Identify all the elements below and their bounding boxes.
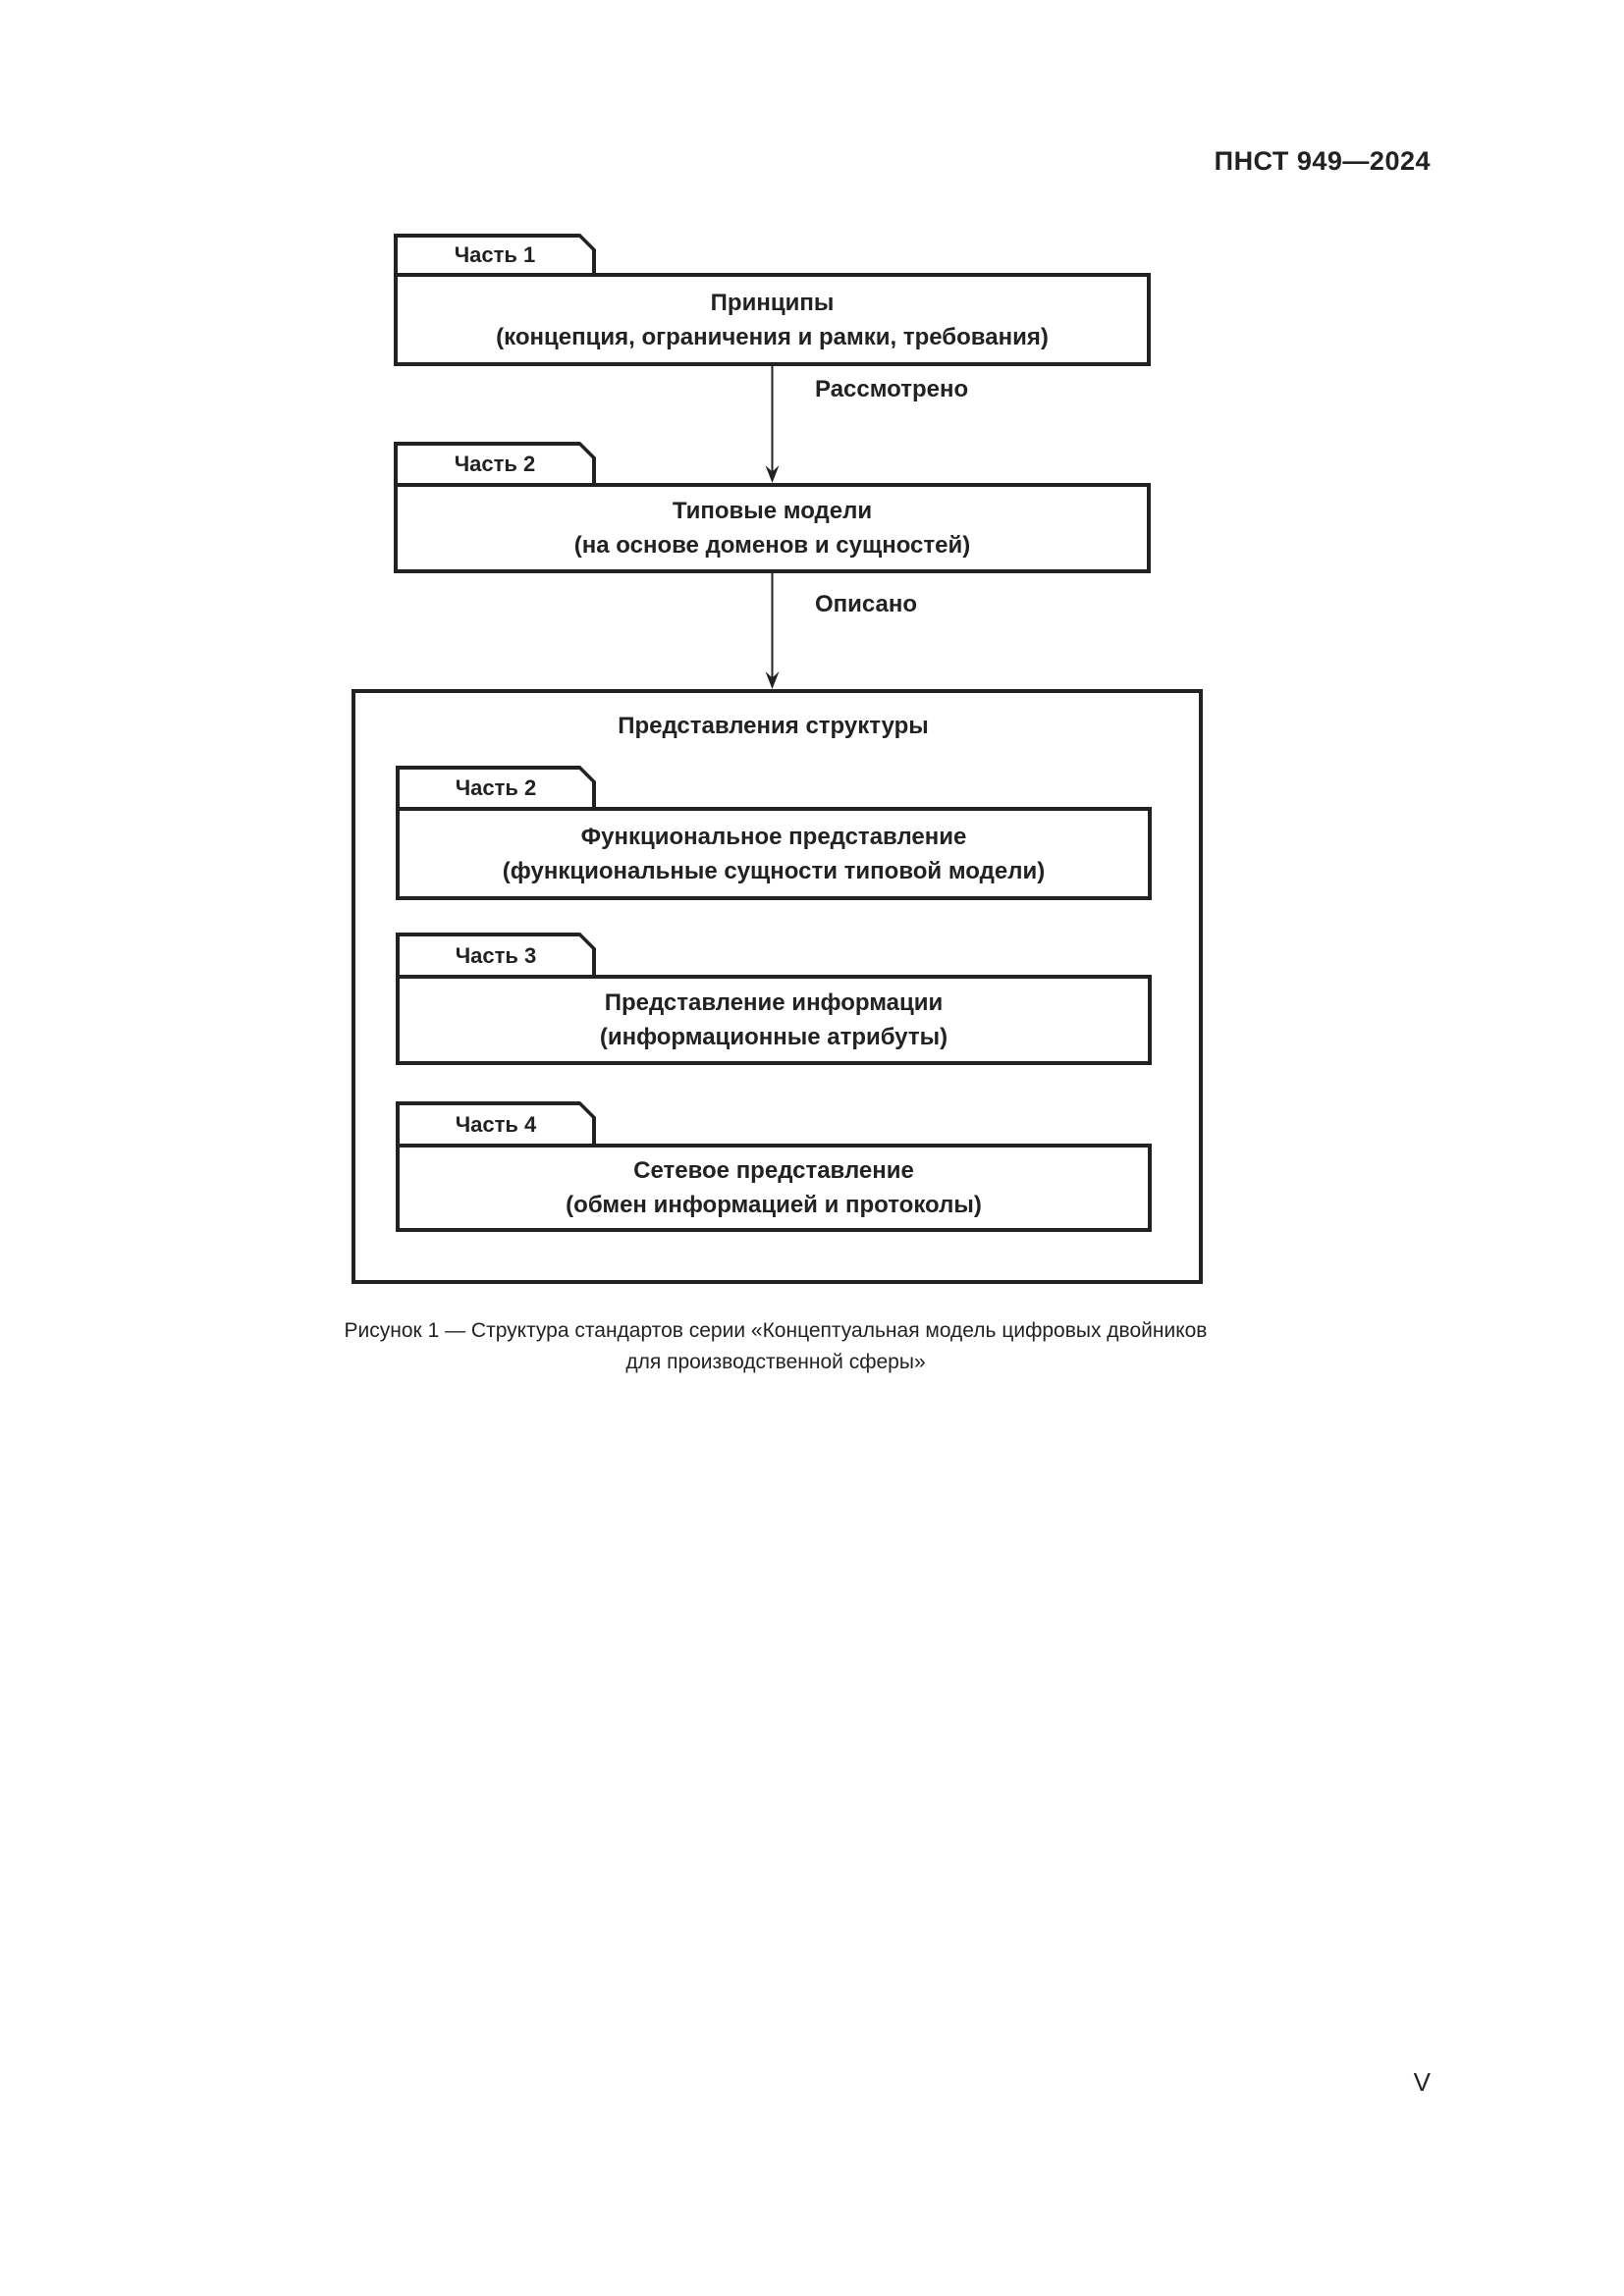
package-part1-title: Принципы [710, 289, 835, 316]
package-part1-tab-face: Часть 1 [398, 238, 592, 273]
figure-caption: Рисунок 1 — Структура стандартов серии «… [295, 1315, 1257, 1378]
package-functional-subtitle: (функциональные сущности типовой модели) [502, 857, 1046, 884]
package-information-tab-face: Часть 3 [400, 936, 592, 975]
document-code: ПНСТ 949—2024 [1214, 146, 1431, 176]
package-functional-tab: Часть 2 [396, 766, 596, 807]
flow-arrow-label: Описано [815, 591, 918, 617]
package-part2-tab-face: Часть 2 [398, 446, 592, 483]
package-functional-title: Функциональное представление [580, 823, 967, 850]
package-information-tab: Часть 3 [396, 933, 596, 975]
page-number: V [1413, 2067, 1431, 2097]
flow-arrow-label: Рассмотрено [815, 376, 969, 402]
package-information-tab-label: Часть 3 [455, 942, 537, 968]
package-part1-subtitle: (концепция, ограничения и рамки, требова… [496, 323, 1049, 350]
package-part1-tab: Часть 1 [394, 234, 596, 273]
package-functional-tab-face: Часть 2 [400, 770, 592, 807]
package-network-title: Сетевое представление [633, 1157, 914, 1184]
structure-views-title: Представления структуры [618, 713, 929, 739]
package-part2-body: Типовые модели (на основе доменов и сущн… [394, 483, 1151, 573]
flow-arrow-down-icon [765, 366, 780, 483]
package-part2-subtitle: (на основе доменов и сущностей) [573, 532, 971, 559]
package-part1-tab-label: Часть 1 [454, 242, 536, 267]
package-part2-title: Типовые модели [672, 498, 873, 524]
package-network-tab: Часть 4 [396, 1101, 596, 1144]
package-information-body: Представление информации (информационные… [396, 975, 1152, 1065]
package-functional-body: Функциональное представление (функционал… [396, 807, 1152, 900]
package-part1-body: Принципы (концепция, ограничения и рамки… [394, 273, 1151, 366]
flow-arrow-down-icon [765, 573, 780, 689]
package-information-title: Представление информации [604, 989, 944, 1016]
package-information-subtitle: (информационные атрибуты) [599, 1024, 948, 1050]
package-network-body: Сетевое представление (обмен информацией… [396, 1144, 1152, 1232]
figure-caption-line1: Рисунок 1 — Структура стандартов серии «… [344, 1319, 1208, 1342]
package-functional-tab-label: Часть 2 [455, 775, 537, 800]
package-network-tab-label: Часть 4 [455, 1111, 537, 1137]
package-part2-tab: Часть 2 [394, 442, 596, 483]
package-part2-tab-label: Часть 2 [454, 452, 536, 476]
package-network-tab-face: Часть 4 [400, 1105, 592, 1144]
package-network-subtitle: (обмен информацией и протоколы) [566, 1192, 982, 1218]
figure-caption-line2: для производственной сферы» [625, 1351, 926, 1373]
